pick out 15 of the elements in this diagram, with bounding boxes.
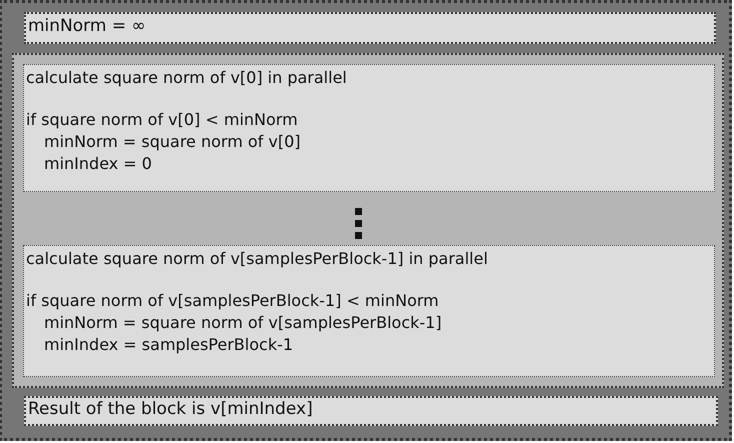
- statement-text: Result of the block is v[minIndex]: [28, 399, 313, 419]
- code-line: minIndex = samplesPerBlock-1: [44, 335, 294, 355]
- code-block: [23, 64, 715, 192]
- code-box: [24, 396, 718, 426]
- code-line: minNorm = square norm of v[0]: [44, 132, 301, 152]
- code-line: if square norm of v[0] < minNorm: [26, 110, 298, 130]
- code-line: calculate square norm of v[0] in parallel: [26, 68, 347, 88]
- code-line: minIndex = 0: [44, 154, 152, 174]
- container-panel: [12, 53, 724, 388]
- code-line: if square norm of v[samplesPerBlock-1] < minNorm: [26, 291, 439, 311]
- code-line: calculate square norm of v[samplesPerBlock-1] in parallel: [26, 249, 488, 269]
- code-block: [23, 245, 715, 377]
- code-box: [24, 12, 716, 44]
- statement-text: minNorm = ∞: [28, 16, 146, 36]
- code-line: minNorm = square norm of v[samplesPerBlock-1]: [44, 313, 442, 333]
